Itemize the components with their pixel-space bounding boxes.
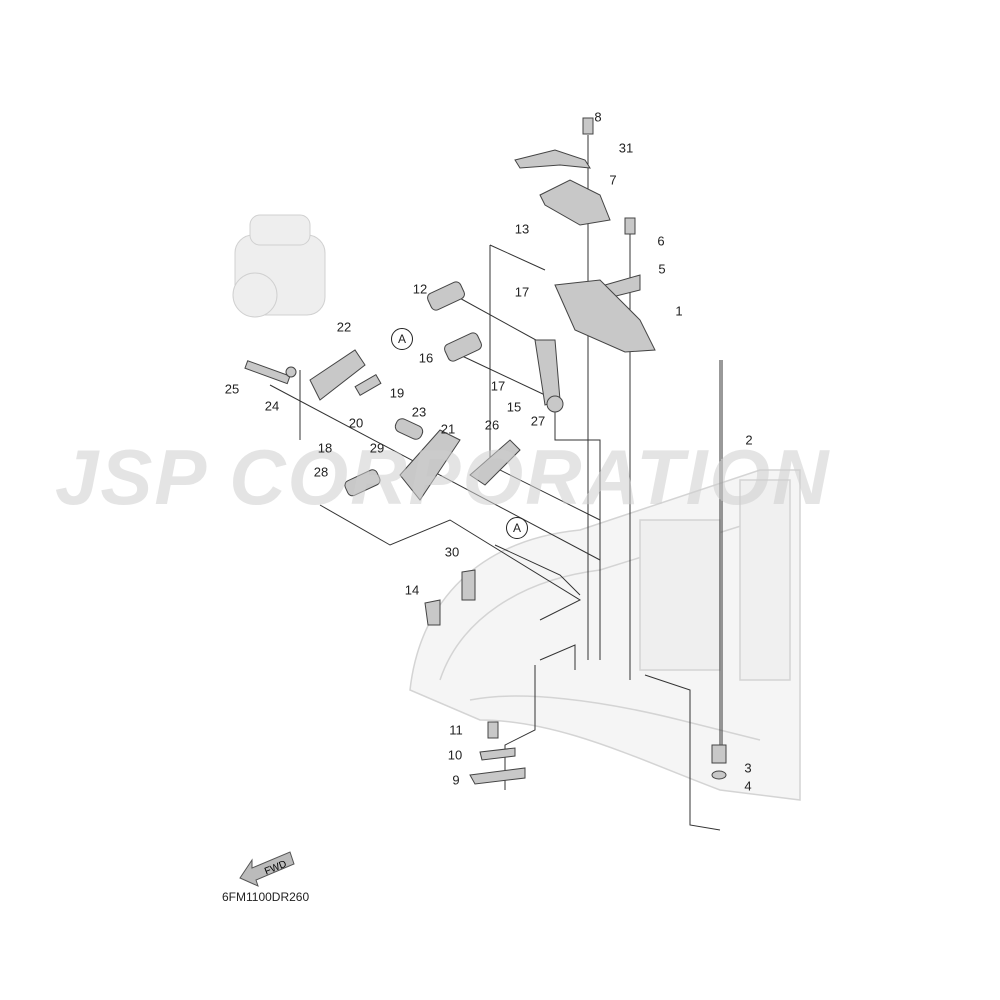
callout-12: 12 — [412, 281, 428, 297]
part-30-clip — [461, 569, 476, 601]
callout-20: 20 — [348, 415, 364, 431]
callout-24: 24 — [264, 398, 280, 414]
watermark: JSP CORPORATION — [55, 433, 831, 521]
callout-17b: 17 — [490, 378, 506, 394]
callout-13: 13 — [514, 221, 530, 237]
parts — [244, 117, 727, 785]
callout-9: 9 — [452, 772, 460, 788]
part-14-clip — [424, 599, 441, 626]
callout-7: 7 — [609, 172, 617, 188]
callout-5: 5 — [658, 261, 666, 277]
part-31-plate — [514, 149, 591, 169]
callout-21: 21 — [440, 421, 456, 437]
callout-6: 6 — [657, 233, 665, 249]
callout-28: 28 — [313, 464, 329, 480]
part-23-collar — [394, 418, 424, 440]
callout-10: 10 — [447, 747, 463, 763]
callout-30: 30 — [444, 544, 460, 560]
reference-marker-a-2: A — [506, 517, 528, 539]
callout-16: 16 — [418, 350, 434, 366]
part-28-link — [344, 469, 381, 497]
callout-11: 11 — [449, 722, 463, 738]
callout-27: 27 — [530, 413, 546, 429]
callout-31: 31 — [618, 140, 634, 156]
part-15-lever — [534, 339, 561, 406]
part-16-link — [444, 332, 482, 362]
part-25-bolt — [244, 360, 291, 385]
part-9-plate — [469, 767, 526, 785]
callout-14: 14 — [404, 582, 420, 598]
callout-1: 1 — [675, 303, 683, 319]
fwd-arrow-icon: FWD — [238, 848, 298, 893]
callout-4: 4 — [744, 778, 752, 794]
callout-22: 22 — [336, 319, 352, 335]
callout-17: 17 — [514, 284, 530, 300]
part-24-washer — [285, 366, 297, 378]
bottom-cowling — [409, 469, 801, 801]
callout-2: 2 — [745, 432, 753, 448]
callout-18: 18 — [317, 440, 333, 456]
carburetor — [232, 214, 326, 318]
callout-23: 23 — [411, 404, 427, 420]
callout-25: 25 — [224, 381, 240, 397]
reference-marker-a: A — [391, 328, 413, 350]
part-11-bolt — [487, 721, 499, 739]
part-6-bolt — [624, 217, 636, 235]
part-10-plate — [479, 747, 516, 761]
part-27-plate — [469, 439, 521, 486]
part-22-lever — [309, 349, 366, 401]
part-19 — [354, 373, 382, 397]
callout-26: 26 — [484, 417, 500, 433]
part-12-link — [427, 281, 465, 311]
part-1-lever — [554, 279, 656, 353]
part-3-grommet — [711, 744, 727, 764]
part-21-lever — [399, 429, 461, 501]
part-7-bracket — [539, 179, 611, 226]
part-8-bolt — [582, 117, 594, 135]
callout-29: 29 — [369, 440, 385, 456]
callout-3: 3 — [744, 760, 752, 776]
diagram-code: 6FM1100DR260 — [222, 890, 310, 904]
callout-19: 19 — [389, 385, 405, 401]
callout-15: 15 — [506, 399, 522, 415]
part-4-washer — [711, 770, 727, 780]
callout-8: 8 — [594, 109, 602, 125]
